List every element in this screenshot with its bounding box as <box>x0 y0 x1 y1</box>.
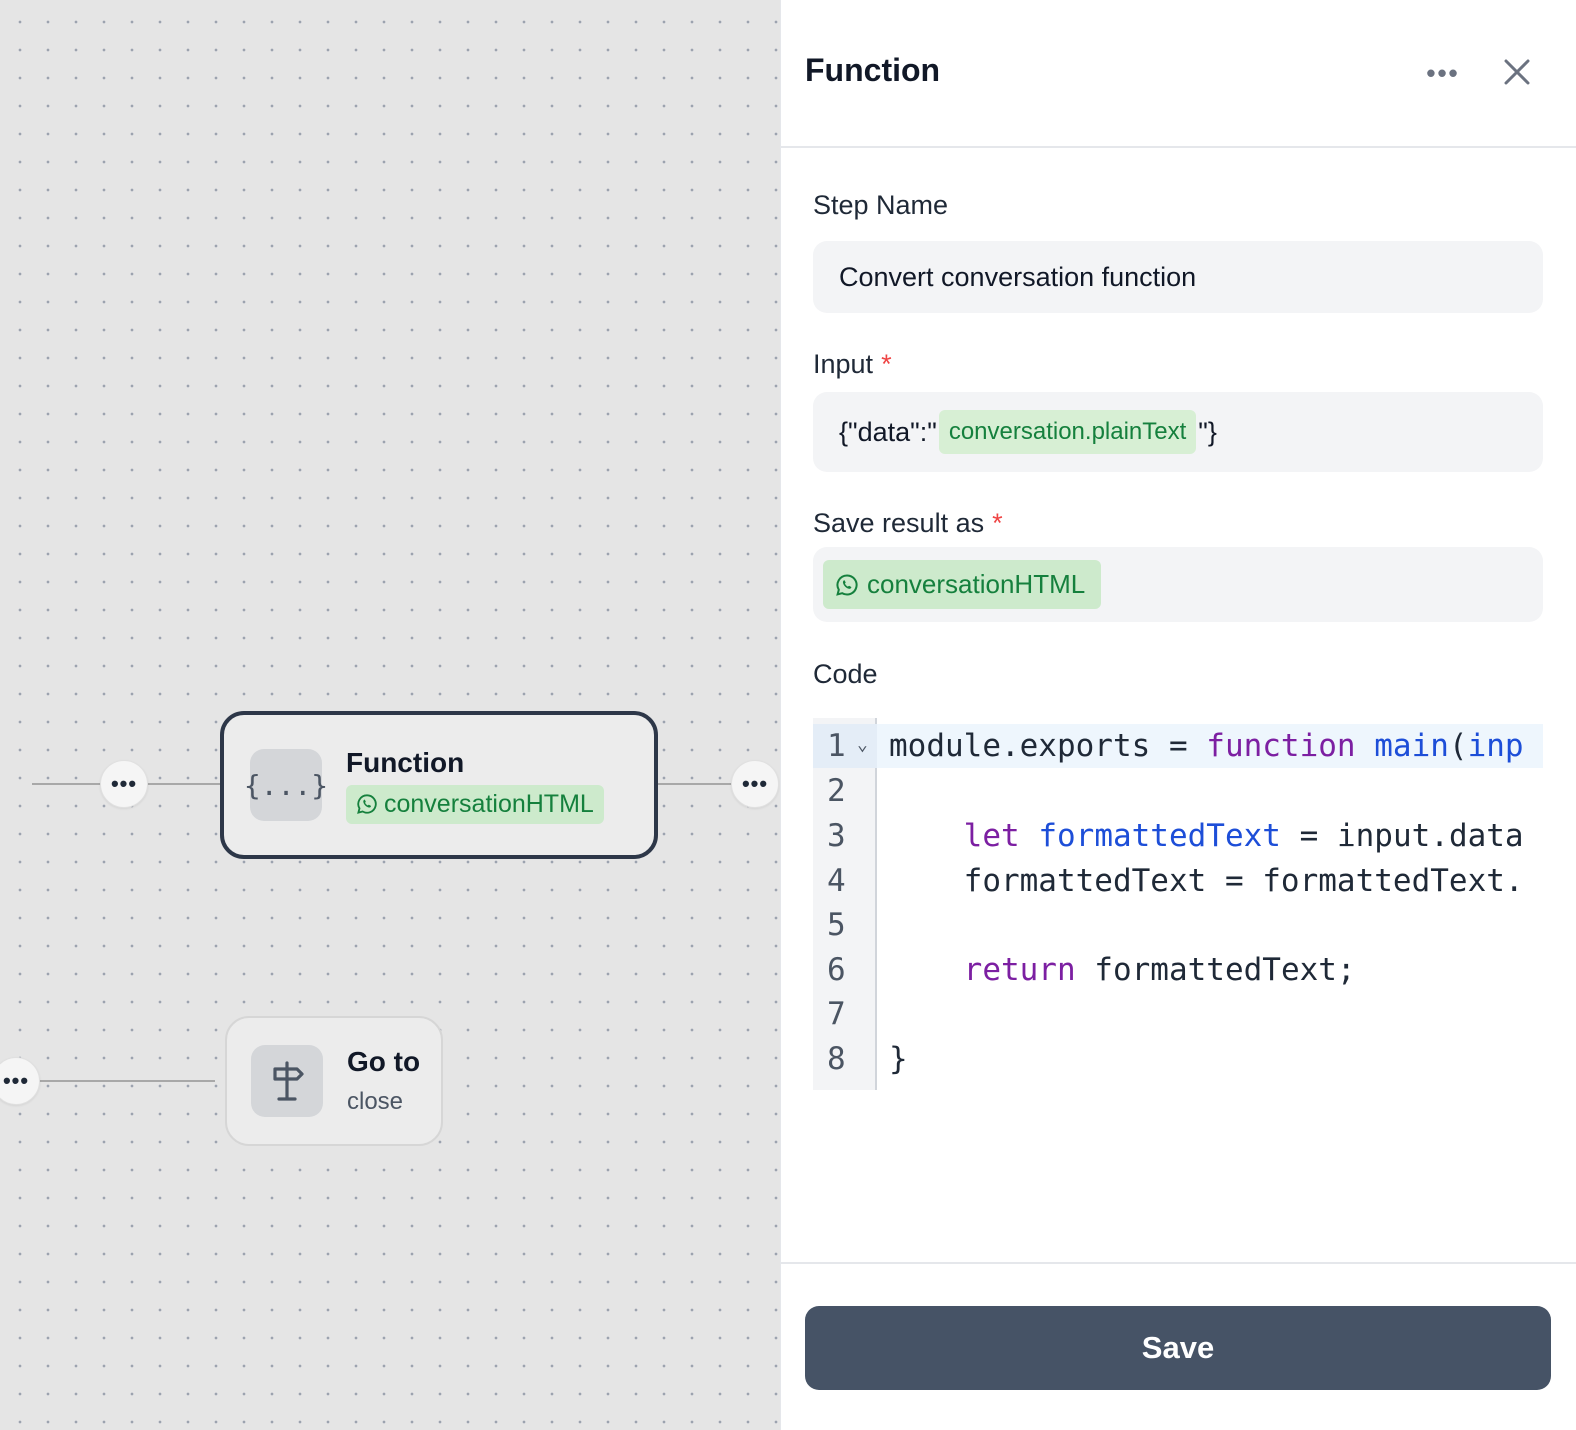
code-line: 5 <box>813 903 1543 947</box>
step-name-label: Step Name <box>813 190 949 220</box>
line-number: 7 <box>827 996 846 1032</box>
save-result-label-text: Save result as <box>813 508 985 538</box>
save-result-variable-chip[interactable]: conversationHTML <box>823 560 1102 609</box>
required-marker: * <box>881 349 892 379</box>
active-line-gutter <box>813 724 877 768</box>
line-number: 6 <box>827 952 846 988</box>
line-number: 5 <box>827 907 846 943</box>
line-number: 8 <box>827 1041 846 1077</box>
input-label-text: Input <box>813 349 874 379</box>
step-settings-panel: Function ••• Step Name Convert conversat… <box>780 0 1576 1430</box>
save-result-field[interactable]: conversationHTML <box>813 547 1543 622</box>
goto-node-target: close <box>347 1088 404 1115</box>
input-variable-chip[interactable]: conversation.plainText <box>938 410 1197 454</box>
edge-into-goto <box>20 1080 215 1082</box>
code-text: let formattedText = input.data <box>963 818 1524 854</box>
close-icon <box>1504 59 1530 85</box>
code-label: Code <box>813 659 878 689</box>
close-button[interactable] <box>1497 52 1537 92</box>
code-line: 4 formattedText = formattedText. <box>813 859 1543 903</box>
step-name-value: Convert conversation function <box>839 261 1197 292</box>
code-text: } <box>889 1041 908 1077</box>
code-line: 2 <box>813 769 1543 813</box>
add-step-handle-before-function[interactable]: ••• <box>100 760 148 808</box>
function-node[interactable]: {...} Function conversationHTML <box>220 711 658 859</box>
code-line: 8 } <box>813 1037 1543 1081</box>
save-button[interactable]: Save <box>805 1306 1551 1390</box>
whatsapp-icon <box>836 573 858 596</box>
code-line: 6 return formattedText; <box>813 948 1543 992</box>
function-node-title: Function <box>346 746 465 778</box>
line-number: 3 <box>827 818 846 854</box>
input-field[interactable]: {"data":" conversation.plainText "} <box>813 392 1543 472</box>
input-prefix: {"data":" <box>839 416 937 447</box>
required-marker: * <box>992 508 1003 538</box>
function-node-variable: conversationHTML <box>384 789 594 818</box>
line-number: 2 <box>827 773 846 809</box>
code-text: formattedText = formattedText. <box>889 863 1524 899</box>
code-line: 7 <box>813 992 1543 1036</box>
whatsapp-icon <box>357 794 377 814</box>
line-number-gutter <box>813 718 877 1090</box>
panel-title: Function <box>805 52 941 88</box>
code-text: return formattedText; <box>963 952 1356 988</box>
code-line: 1 ⌄ module.exports = function main(inp <box>813 724 1543 768</box>
signpost-icon <box>251 1045 323 1117</box>
fold-chevron-icon[interactable]: ⌄ <box>857 734 868 755</box>
more-options-button[interactable]: ••• <box>1426 57 1460 88</box>
add-step-handle-after-function[interactable]: ••• <box>731 760 779 808</box>
function-node-variable-chip: conversationHTML <box>346 784 604 824</box>
save-result-label: Save result as* <box>813 508 1003 539</box>
line-number: 4 <box>827 863 846 899</box>
panel-header: Function ••• <box>781 0 1576 148</box>
edge-out-of-function <box>658 783 748 785</box>
save-result-variable: conversationHTML <box>867 569 1086 599</box>
code-line: 3 let formattedText = input.data <box>813 814 1543 858</box>
goto-node-title: Go to <box>347 1046 421 1077</box>
code-editor[interactable]: 1 ⌄ module.exports = function main(inp 2… <box>813 718 1543 1090</box>
curly-braces-icon: {...} <box>244 749 328 821</box>
step-name-input[interactable]: Convert conversation function <box>813 241 1543 313</box>
input-label: Input* <box>813 349 892 380</box>
input-suffix: "} <box>1198 416 1217 447</box>
goto-node[interactable]: Go to close <box>225 1016 443 1146</box>
code-text: module.exports = function main(inp <box>889 728 1524 764</box>
add-step-handle-before-goto[interactable]: ••• <box>0 1057 40 1105</box>
line-number: 1 <box>827 728 846 764</box>
flow-canvas[interactable]: ••• ••• {...} Function conversationHTML … <box>0 0 780 1430</box>
panel-footer: Save <box>781 1262 1576 1430</box>
